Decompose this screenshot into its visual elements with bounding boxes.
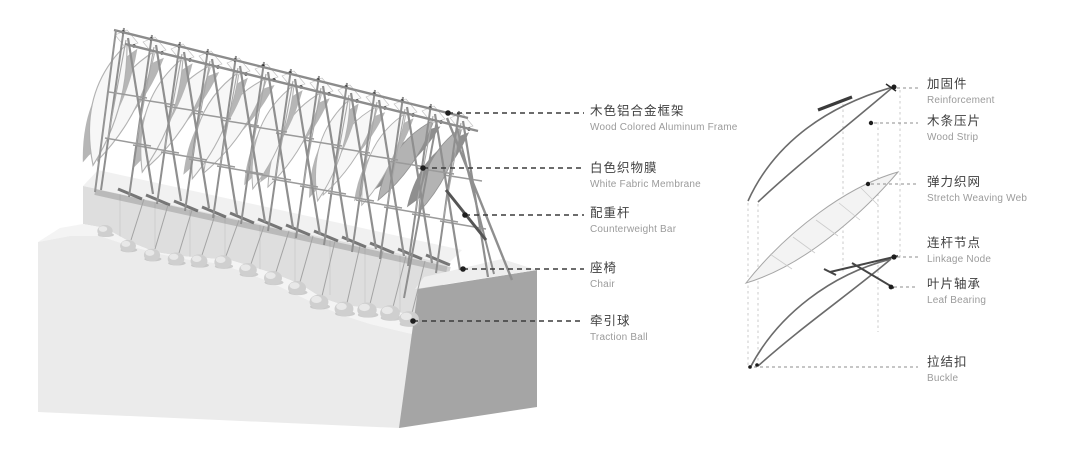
label-fabric-membrane-en: White Fabric Membrane <box>590 179 701 190</box>
leaf-bearing-point <box>888 284 894 290</box>
alignment-guides <box>747 90 901 367</box>
wood-strip-point <box>868 120 874 126</box>
cables <box>130 198 426 314</box>
terrain-surface <box>38 224 432 340</box>
leader-dots-left <box>410 110 468 324</box>
label-wood-strip-zh: 木条压片 <box>927 114 982 128</box>
leader-lines-left <box>413 112 584 322</box>
label-chair-en: Chair <box>590 279 615 290</box>
label-linkage-node: 连杆节点 Linkage Node <box>927 236 991 266</box>
exploded-detail <box>744 83 918 369</box>
label-stretch-weaving-web: 弹力织网 Stretch Weaving Web <box>927 175 1027 205</box>
label-stretch-weaving-web-zh: 弹力织网 <box>927 175 982 189</box>
label-leaf-bearing-en: Leaf Bearing <box>927 295 987 306</box>
label-buckle: 拉结扣 Buckle <box>927 355 968 385</box>
label-fabric-membrane-zh: 白色织物膜 <box>590 161 658 175</box>
top-frame-rails <box>94 28 479 193</box>
buckle-points <box>748 363 759 369</box>
leaf-frame-bottom <box>749 258 892 369</box>
base-shadow <box>94 189 451 273</box>
label-reinforcement: 加固件 Reinforcement <box>927 77 995 107</box>
leaf-frame-top <box>747 83 897 203</box>
label-aluminum-frame: 木色铝合金框架 Wood Colored Aluminum Frame <box>590 104 738 134</box>
label-chair-zh: 座椅 <box>590 261 618 275</box>
label-reinforcement-zh: 加固件 <box>927 77 968 91</box>
leader-lines-right <box>754 87 918 368</box>
terrace-top <box>83 170 462 264</box>
label-wood-strip-en: Wood Strip <box>927 132 979 143</box>
terrace-seams <box>119 194 401 314</box>
label-aluminum-frame-zh: 木色铝合金框架 <box>590 104 685 118</box>
reinforcement-node <box>891 84 897 90</box>
end-braces <box>403 117 514 299</box>
label-fabric-membrane: 白色织物膜 White Fabric Membrane <box>590 161 701 191</box>
label-traction-ball-zh: 牵引球 <box>590 314 631 328</box>
base-block-front-face <box>38 236 430 428</box>
label-buckle-en: Buckle <box>927 373 959 384</box>
linkage-rods <box>823 255 899 289</box>
label-buckle-zh: 拉结扣 <box>927 355 968 369</box>
label-stretch-weaving-web-en: Stretch Weaving Web <box>927 193 1028 204</box>
terrace-front-face <box>83 186 448 330</box>
label-wood-strip: 木条压片 Wood Strip <box>927 114 981 144</box>
stretch-web <box>744 171 900 284</box>
label-counterweight-bar: 配重杆 Counterweight Bar <box>590 206 676 236</box>
base-block-side-face <box>399 270 537 428</box>
label-leaf-bearing: 叶片轴承 Leaf Bearing <box>927 277 986 307</box>
label-chair: 座椅 Chair <box>590 261 617 291</box>
label-linkage-node-zh: 连杆节点 <box>927 236 982 250</box>
linkage-node-point <box>891 254 897 260</box>
label-leaf-bearing-zh: 叶片轴承 <box>927 277 982 291</box>
label-aluminum-frame-en: Wood Colored Aluminum Frame <box>590 122 738 133</box>
label-counterweight-bar-zh: 配重杆 <box>590 206 631 220</box>
label-linkage-node-en: Linkage Node <box>927 254 992 265</box>
label-reinforcement-en: Reinforcement <box>927 95 995 106</box>
label-traction-ball: 牵引球 Traction Ball <box>590 314 648 344</box>
label-traction-ball-en: Traction Ball <box>590 332 648 343</box>
label-counterweight-bar-en: Counterweight Bar <box>590 224 677 235</box>
main-structure <box>38 26 584 428</box>
